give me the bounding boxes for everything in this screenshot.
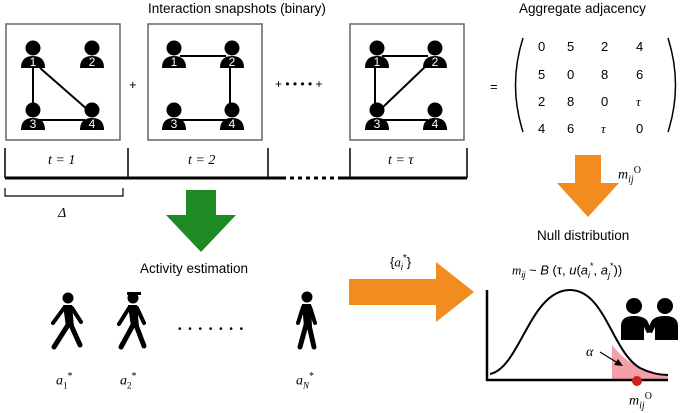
node-label: 4 bbox=[432, 117, 439, 131]
snapshot-1-edges bbox=[32, 62, 89, 121]
right-arrow-icon bbox=[349, 262, 474, 322]
node-label: 3 bbox=[374, 117, 381, 131]
matrix-cell: 4 bbox=[538, 121, 546, 136]
matrix-cell: τ bbox=[636, 94, 641, 109]
snapshot-box-tau bbox=[349, 23, 465, 141]
activity-set-label: {ai*} bbox=[390, 253, 412, 272]
matrix-cell: 2 bbox=[601, 39, 609, 54]
walker-icon bbox=[51, 292, 83, 350]
matrix-cell: 6 bbox=[567, 121, 575, 136]
walker-icon bbox=[296, 291, 317, 350]
matrix-cell: τ bbox=[601, 121, 606, 136]
down-arrow-icon bbox=[557, 155, 619, 217]
node-label: 3 bbox=[171, 117, 178, 131]
node-label: 2 bbox=[432, 55, 439, 69]
node-label: 1 bbox=[30, 55, 37, 69]
observed-marker bbox=[632, 376, 642, 386]
node-labels: 1 2 3 4 1 2 3 4 1 2 3 4 bbox=[30, 55, 439, 131]
node-label: 1 bbox=[171, 55, 178, 69]
matrix-cell: 0 bbox=[601, 94, 609, 109]
walker-label-2: a2* bbox=[120, 371, 137, 391]
observed-count-label: mijO bbox=[618, 165, 641, 186]
node-label: 2 bbox=[229, 55, 236, 69]
walker-label-1: a1* bbox=[56, 371, 73, 391]
matrix-cell: 0 bbox=[567, 67, 575, 82]
snapshot-2-edges bbox=[180, 55, 231, 121]
timeline bbox=[4, 148, 468, 197]
down-arrow-icon bbox=[166, 190, 236, 252]
node-label: 4 bbox=[89, 117, 96, 131]
matrix-cell: 5 bbox=[538, 67, 546, 82]
walker-dots: • • • • • • • bbox=[178, 324, 246, 335]
m-obs-text: m bbox=[618, 167, 629, 183]
plus-operator: + bbox=[129, 77, 137, 92]
matrix-cell: 0 bbox=[636, 121, 644, 136]
node-label: 2 bbox=[89, 55, 96, 69]
distribution-curve bbox=[489, 288, 669, 376]
matrix-cell: 8 bbox=[567, 94, 575, 109]
tail-area bbox=[612, 345, 668, 380]
matrix-cell: 2 bbox=[538, 94, 546, 109]
node-label: 3 bbox=[30, 117, 37, 131]
matrix-cell: 0 bbox=[538, 39, 546, 54]
snapshots-title: Interaction snapshots (binary) bbox=[148, 1, 326, 16]
matrix-cell: 4 bbox=[636, 39, 644, 54]
null-formula: mij ~ B (τ, u(ai*, aj*)) bbox=[512, 261, 623, 280]
walker-label-n: aN* bbox=[296, 371, 315, 391]
null-distribution-title: Null distribution bbox=[537, 228, 630, 243]
delta-label: Δ bbox=[58, 206, 67, 221]
walker-icon bbox=[117, 292, 147, 350]
activity-title: Activity estimation bbox=[140, 261, 249, 276]
observed-marker-label: mijO bbox=[629, 391, 652, 412]
time-label-2: t = 2 bbox=[188, 153, 216, 168]
null-distribution-plot bbox=[485, 288, 669, 386]
m-obs-marker-text: m bbox=[629, 393, 640, 409]
node-label: 4 bbox=[229, 117, 236, 131]
snapshot-tau-edges bbox=[374, 55, 429, 121]
aggregate-title: Aggregate adjacency bbox=[519, 1, 646, 16]
node-label: 1 bbox=[374, 55, 381, 69]
couple-icon bbox=[621, 298, 678, 340]
alpha-label: α bbox=[586, 345, 594, 360]
snapshot-box-1 bbox=[5, 23, 121, 141]
matrix-right-paren bbox=[667, 37, 677, 133]
equals-operator: = bbox=[490, 79, 498, 94]
matrix-cell: 5 bbox=[567, 39, 575, 54]
matrix-cell: 6 bbox=[636, 67, 644, 82]
time-label-1: t = 1 bbox=[48, 153, 76, 168]
matrix-left-paren bbox=[514, 37, 524, 133]
ellipsis-plus-operator: + • • • • + bbox=[275, 77, 323, 91]
matrix-cell: 8 bbox=[601, 67, 609, 82]
time-label-tau: t = τ bbox=[388, 153, 414, 168]
snapshot-box-2 bbox=[147, 23, 263, 141]
